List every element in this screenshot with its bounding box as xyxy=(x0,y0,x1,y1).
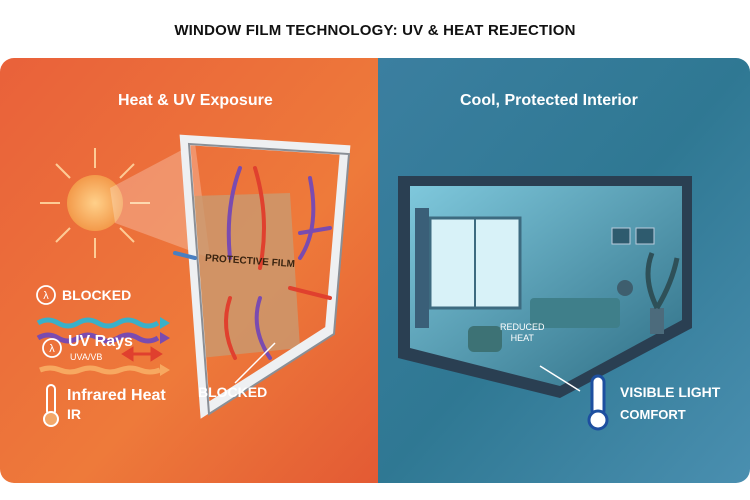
heat-side-background xyxy=(0,58,378,483)
page-title: WINDOW FILM TECHNOLOGY: UV & HEAT REJECT… xyxy=(174,22,576,39)
reduced-heat-line-2: HEAT xyxy=(510,333,534,343)
uv-wave-purple xyxy=(36,332,160,344)
window-frame xyxy=(179,134,351,419)
legend-uv-label: UV Rays xyxy=(68,333,133,350)
sun-disc xyxy=(67,175,123,231)
legend-uv-sublabel: UVA/VB xyxy=(70,352,103,362)
reduced-heat-label: REDUCED HEAT xyxy=(500,322,545,344)
ir-wave xyxy=(39,365,161,375)
heat-exposure-heading: Heat & UV Exposure xyxy=(118,92,273,109)
blocked-label: BLOCKED xyxy=(198,384,268,400)
ottoman xyxy=(468,326,502,352)
wall-frame xyxy=(611,227,631,245)
double-arrow-icon xyxy=(121,346,163,362)
reduced-heat-line-1: REDUCED xyxy=(500,322,545,332)
heat-arrows xyxy=(173,166,332,360)
protective-film xyxy=(192,193,300,358)
uv-wave-cyan xyxy=(36,317,160,329)
thermometer-icon xyxy=(43,384,59,427)
sofa xyxy=(530,298,620,328)
legend-blocked-label: BLOCKED xyxy=(62,287,132,303)
thermometer-icon xyxy=(587,374,609,431)
sun-icon xyxy=(40,148,150,258)
plant-pot xyxy=(650,308,664,334)
svg-text:λ: λ xyxy=(43,290,49,302)
curtain xyxy=(415,208,429,328)
plant xyxy=(645,252,680,310)
person xyxy=(617,280,633,296)
infographic-art: λ λ xyxy=(0,58,750,483)
legend-ir-sublabel: IR xyxy=(67,406,81,422)
interior-heading: Cool, Protected Interior xyxy=(460,92,638,109)
infographic-panel: λ λ Heat & UV Exposure Cool, Protected I… xyxy=(0,58,750,483)
visible-light-label: VISIBLE LIGHT xyxy=(620,384,721,400)
legend-ir-label: Infrared Heat xyxy=(67,387,166,404)
svg-text:λ: λ xyxy=(49,343,55,355)
comfort-label: COMFORT xyxy=(620,407,686,422)
lambda-icon: λ λ xyxy=(36,285,62,358)
